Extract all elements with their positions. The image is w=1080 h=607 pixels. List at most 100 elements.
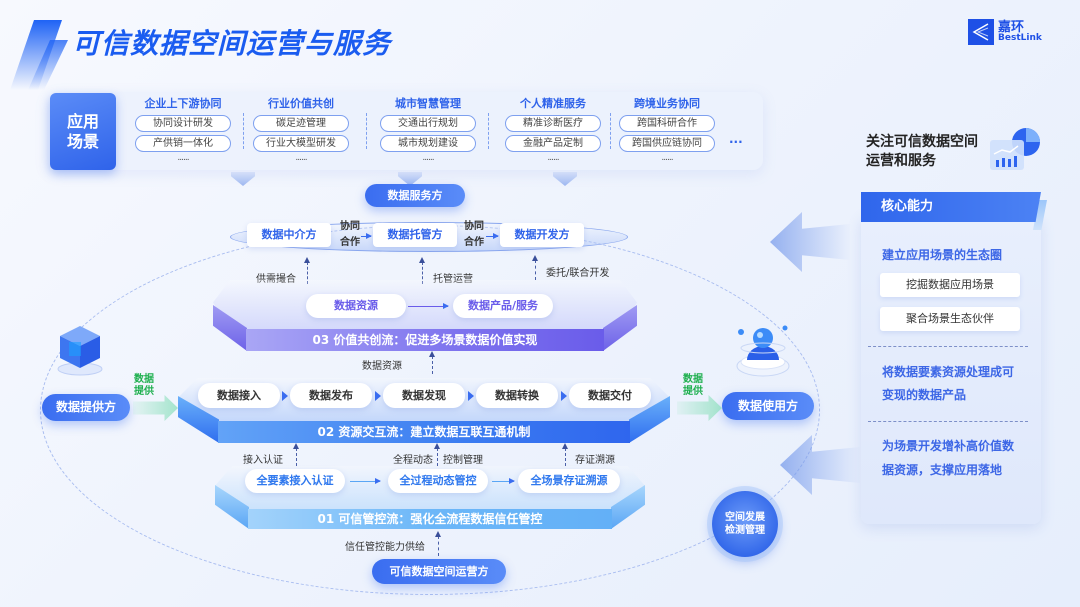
up-arrow-icon [293,443,299,466]
layer3-band: 03 价值共创流：促进多场景数据价值实现 [246,329,604,351]
note-evidence-trace: 存证溯源 [575,455,615,466]
provide-label: 数据提供 [683,374,703,397]
note-joint-dev: 委托/联合开发 [546,268,610,279]
note-custody-ops: 托管运营 [433,274,473,285]
collab-label: 协同合作 [340,221,360,248]
scenario-item[interactable]: 金融产品定制 [505,135,601,152]
step-full-element-auth[interactable]: 全要素接入认证 [245,469,345,493]
scenario-column: 个人精准服务 精准诊断医疗 金融产品定制 ...... [498,96,608,163]
right-panel-heading: 关注可信数据空间运营和服务 [866,134,978,169]
scenario-title: 企业上下游协同 [144,97,222,110]
chevron-right-icon [468,391,474,401]
divider [868,346,1028,347]
note-access-auth: 接入认证 [243,455,283,466]
note-data-resource: 数据资源 [362,361,402,372]
divider [868,421,1028,422]
divider [243,113,244,149]
arrow-right-icon [492,478,515,484]
step-data-access[interactable]: 数据接入 [198,383,280,408]
scenario-more: ...... [661,153,673,163]
note-trust-capability: 信任管控能力供给 [345,542,425,553]
scenario-item[interactable]: 行业大模型研发 [253,135,349,152]
capability-section-title: 将数据要素资源处理成可变现的数据产品 [882,365,1015,402]
down-arrow-icon [231,172,255,186]
note-control-mgmt: 控制管理 [443,455,483,466]
up-arrow-icon [532,255,538,280]
capability-item[interactable]: 聚合场景生态伙伴 [880,307,1020,331]
role-data-developer[interactable]: 数据开发方 [500,223,584,247]
note-supply-demand: 供需撮合 [256,274,296,285]
scenario-more: ...... [422,153,434,163]
up-arrow-icon [434,443,440,466]
step-full-scene-trace[interactable]: 全场景存证溯源 [518,469,620,493]
logo-en-text: BestLink [998,33,1042,43]
logo-mark-icon [968,19,994,45]
data-user-button[interactable]: 数据使用方 [722,392,814,420]
space-monitoring-button[interactable]: 空间发展检测管理 [712,491,778,557]
scenario-title: 个人精准服务 [520,97,586,110]
step-data-publish[interactable]: 数据发布 [290,383,372,408]
scenario-column: 企业上下游协同 协同设计研发 产供销一体化 ...... [128,96,238,163]
layer3-platform [213,280,637,330]
scenario-title: 跨境业务协同 [634,97,700,110]
step-full-process-control[interactable]: 全过程动态管控 [388,469,488,493]
scenario-column: 城市智慧管理 交通出行规划 城市规划建设 ...... [373,96,483,163]
layer1-band: 01 可信管控流：强化全流程数据信任管控 [248,509,612,529]
note-full-dynamic: 全程动态 [393,455,433,466]
more-scenarios-ellipsis: ··· [729,135,743,149]
data-provider-cube-icon [57,326,103,376]
scenario-column: 行业价值共创 碳足迹管理 行业大模型研发 ...... [246,96,356,163]
divider [488,113,489,149]
chevron-right-icon [561,391,567,401]
up-arrow-icon [419,257,425,284]
arrow-right-icon [408,303,449,309]
data-user-globe-icon [736,325,790,377]
scenario-item[interactable]: 交通出行规划 [380,115,476,132]
scenario-item[interactable]: 城市规划建设 [380,135,476,152]
scenario-title: 行业价值共创 [268,97,334,110]
up-arrow-icon [562,443,568,466]
scenario-item[interactable]: 跨国科研合作 [619,115,715,132]
provide-label: 数据提供 [134,374,154,397]
collab-label: 协同合作 [464,221,484,248]
step-data-deliver[interactable]: 数据交付 [569,383,651,408]
logo-cn-text: 嘉环 [998,20,1025,35]
scenario-item[interactable]: 协同设计研发 [135,115,231,132]
chevron-right-icon [375,391,381,401]
scenario-item[interactable]: 精准诊断医疗 [505,115,601,132]
role-data-custodian[interactable]: 数据托管方 [373,223,457,247]
scenario-item[interactable]: 产供销一体化 [135,135,231,152]
space-operator-button[interactable]: 可信数据空间运营方 [372,559,506,584]
arrow-right-icon [486,233,499,239]
core-capability-title: 核心能力 [861,192,1041,222]
capability-item[interactable]: 挖掘数据应用场景 [880,273,1020,297]
arrow-right-icon [350,478,381,484]
arrow-left-icon [770,212,850,272]
data-service-party-badge[interactable]: 数据服务方 [365,184,465,207]
scenario-title: 城市智慧管理 [395,97,461,110]
step-data-transform[interactable]: 数据转换 [476,383,558,408]
title-decoration-icon [10,20,68,90]
page-title: 可信数据空间运营与服务 [72,27,392,60]
capability-section-title: 为场景开发增补高价值数据资源，支撑应用落地 [882,439,1015,477]
role-data-intermediary[interactable]: 数据中介方 [247,223,331,247]
data-provider-button[interactable]: 数据提供方 [42,394,130,421]
scenario-item[interactable]: 碳足迹管理 [253,115,349,132]
layer2-band: 02 资源交互流：建立数据互联互通机制 [218,421,630,443]
chevron-right-icon [282,391,288,401]
arrow-right-icon [361,233,372,239]
capability-section-title: 建立应用场景的生态圈 [882,248,1003,262]
data-product-pill[interactable]: 数据产品/服务 [453,294,553,318]
scenario-item[interactable]: 跨国供应链协同 [619,135,715,152]
divider [610,113,611,149]
data-resource-pill[interactable]: 数据资源 [306,294,406,318]
company-logo: 嘉环 BestLink [968,17,1078,47]
scenario-more: ...... [177,153,189,163]
up-arrow-icon [435,531,441,556]
scenario-more: ...... [547,153,559,163]
core-capability-card [861,215,1041,524]
scenario-more: ...... [295,153,307,163]
divider [366,113,367,149]
up-arrow-icon [304,257,310,284]
step-data-discover[interactable]: 数据发现 [383,383,465,408]
